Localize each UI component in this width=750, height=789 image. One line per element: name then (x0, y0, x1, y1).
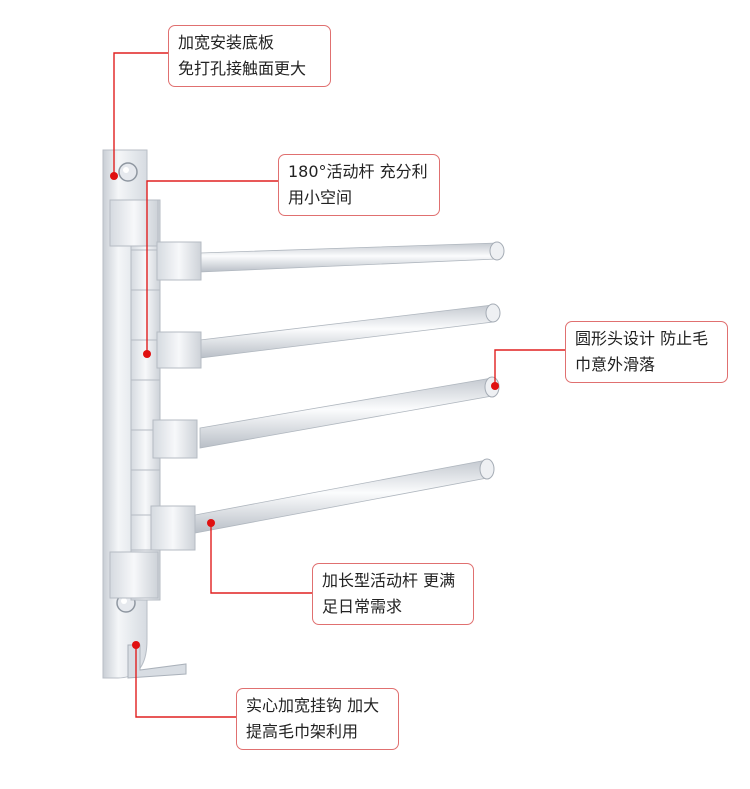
callout-line: 圆形头设计 防止毛 (575, 329, 709, 348)
towel-bar-3 (152, 376, 500, 459)
callout-line: 实心加宽挂钩 加大 (246, 696, 380, 715)
callout-solid-hook: 实心加宽挂钩 加大 提高毛巾架利用 (236, 688, 399, 750)
callout-line: 巾意外滑落 (575, 355, 656, 374)
towel-bar-1 (156, 241, 505, 281)
callout-swing-arm: 180°活动杆 充分利 用小空间 (278, 154, 440, 216)
callout-line: 提高毛巾架利用 (246, 722, 359, 741)
callout-long-bar: 加长型活动杆 更满 足日常需求 (312, 563, 474, 625)
leader-lines (110, 52, 565, 718)
callout-line: 足日常需求 (322, 597, 403, 616)
callout-line: 180°活动杆 充分利 (288, 162, 428, 181)
callout-line: 用小空间 (288, 188, 353, 207)
callout-base-plate: 加宽安装底板 免打孔接触面更大 (168, 25, 331, 87)
callout-round-tip: 圆形头设计 防止毛 巾意外滑落 (565, 321, 728, 383)
callout-line: 加宽安装底板 (178, 33, 275, 52)
callout-line: 免打孔接触面更大 (178, 59, 307, 78)
callout-line: 加长型活动杆 更满 (322, 571, 456, 590)
towel-bar-2 (156, 303, 501, 369)
towel-bar-4 (150, 458, 495, 551)
